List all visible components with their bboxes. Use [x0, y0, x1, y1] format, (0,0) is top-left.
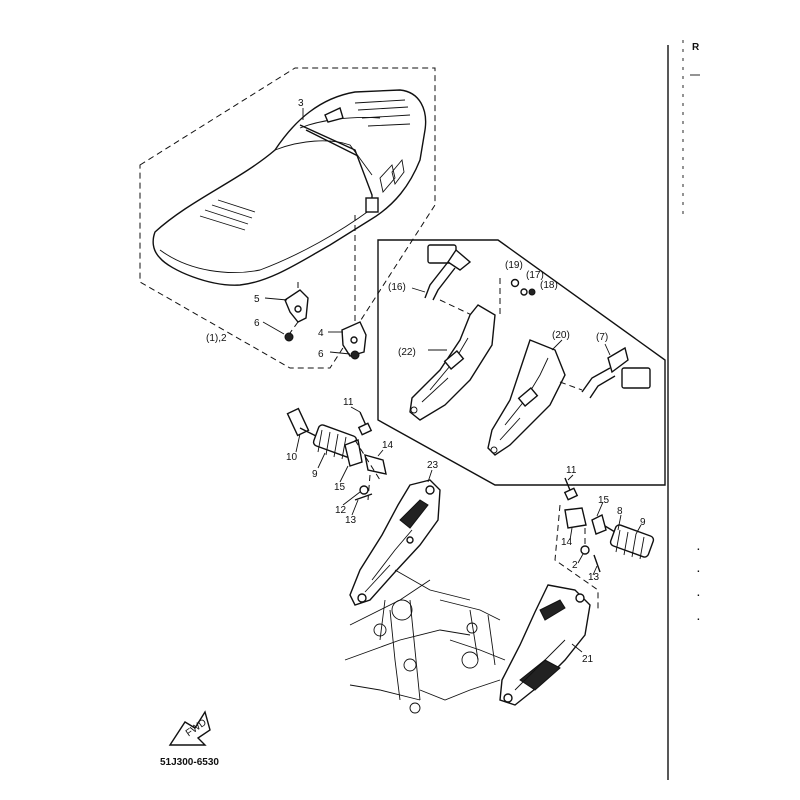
label-16: (16) [388, 282, 406, 293]
label-10: 10 [286, 452, 298, 463]
passenger-footrest-kit: (16) (19) (17) (18) (22) (20) (7) [377, 239, 666, 486]
left-footrest: 11 14 10 9 15 12 13 23 [286, 397, 441, 606]
seat-group: 3 5 6 4 6 (1),2 [139, 67, 436, 369]
label-19: (19) [505, 260, 523, 271]
svg-text:.: . [697, 588, 700, 599]
label-1-2: (1),2 [206, 333, 227, 344]
label-15a: 15 [334, 482, 346, 493]
label-17: (17) [526, 270, 544, 281]
bracket-22 [409, 304, 496, 421]
label-5: 5 [254, 294, 260, 305]
bracket-21 [499, 584, 591, 706]
label-2b: 2 [572, 560, 578, 571]
frame-outline [344, 569, 506, 714]
label-11a: 11 [343, 397, 354, 408]
page-edge-marks: R . . . . [667, 40, 700, 780]
label-14b: 14 [561, 537, 573, 548]
peg-7 [559, 346, 651, 399]
seat-brackets [284, 215, 367, 360]
label-9b: 9 [640, 517, 646, 528]
svg-text:.: . [697, 612, 700, 623]
svg-text:.: . [697, 564, 700, 575]
label-22: (22) [398, 347, 416, 358]
bracket-23 [349, 479, 441, 606]
label-13b: 13 [588, 572, 600, 583]
label-15b: 15 [598, 495, 610, 506]
svg-text:.: . [697, 542, 700, 553]
front-arrow: FWD [168, 710, 211, 746]
label-6a: 6 [254, 318, 260, 329]
seat-drawing [152, 89, 427, 286]
edge-letter: R [692, 42, 700, 53]
label-12a: 12 [335, 505, 347, 516]
label-3: 3 [298, 98, 304, 109]
label-23: 23 [427, 460, 439, 471]
footpeg-rubber-9b [609, 524, 655, 560]
label-21: 21 [582, 654, 594, 665]
label-9a: 9 [312, 469, 318, 480]
label-14a: 14 [382, 440, 394, 451]
label-8: 8 [617, 506, 623, 517]
peg-16 [424, 244, 479, 319]
part-code: 51J300-6530 [160, 757, 219, 768]
label-13a: 13 [345, 515, 357, 526]
label-20: (20) [552, 330, 570, 341]
label-7: (7) [596, 332, 608, 343]
right-footrest: 11 15 8 9 14 2 13 21 [499, 465, 655, 706]
label-11b: 11 [566, 465, 577, 476]
label-18: (18) [540, 280, 558, 291]
label-4: 4 [318, 328, 324, 339]
label-6b: 6 [318, 349, 324, 360]
bracket-20 [487, 339, 566, 456]
